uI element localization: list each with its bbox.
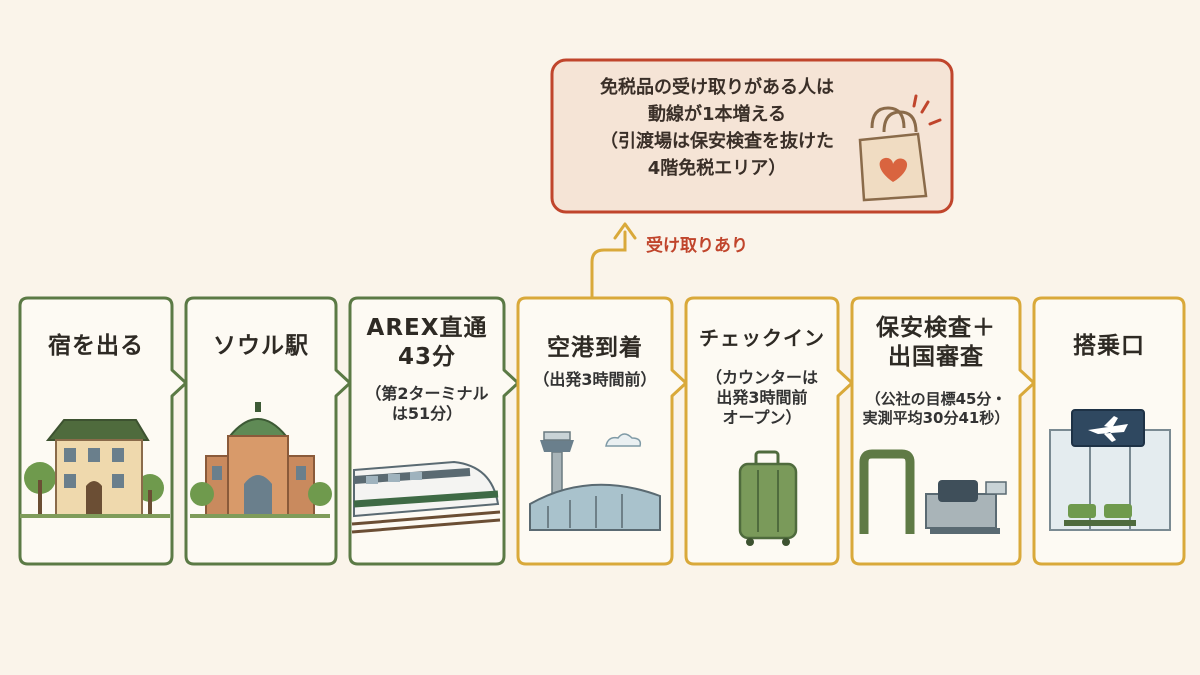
step-title-7: 搭乗口 [1073,333,1145,359]
security-gate-icon [859,449,1007,534]
step-title-6: 保安検査＋ 出国審査 [876,315,996,370]
step-title-5: チェックイン [699,326,825,350]
step-sub-3: （第2ターミナル は51分） [365,384,489,423]
note-box [550,58,954,214]
step-title-1: 宿を出る [48,333,144,359]
step-sub-6: （公社の目標45分・ 実測平均30分41秒） [862,390,1010,427]
seoul-station-icon [190,402,332,518]
shopping-bag-icon [858,94,942,202]
step-sub-5: （カウンターは 出発3時間前 オープン） [705,368,818,427]
suitcase-icon [738,450,798,546]
step-title-3: AREX直通 43分 [366,315,488,370]
step-title-4: 空港到着 [547,335,643,361]
branch-arrow [590,230,627,300]
note-text: 免税品の受け取りがある人は 動線が1本増える （引渡場は保安検査を抜けた 4階免… [600,77,834,179]
step-box-5 [684,296,854,566]
boarding-gate-icon [1049,409,1171,531]
step-sub-4: （出発3時間前） [533,370,657,389]
step-title-2: ソウル駅 [213,333,309,359]
branch-label: 受け取りあり [646,236,748,256]
arex-train-icon [351,460,501,534]
branch-arrow-head [613,222,637,240]
hotel-building-icon [20,419,170,518]
airport-terminal-icon [529,431,661,531]
